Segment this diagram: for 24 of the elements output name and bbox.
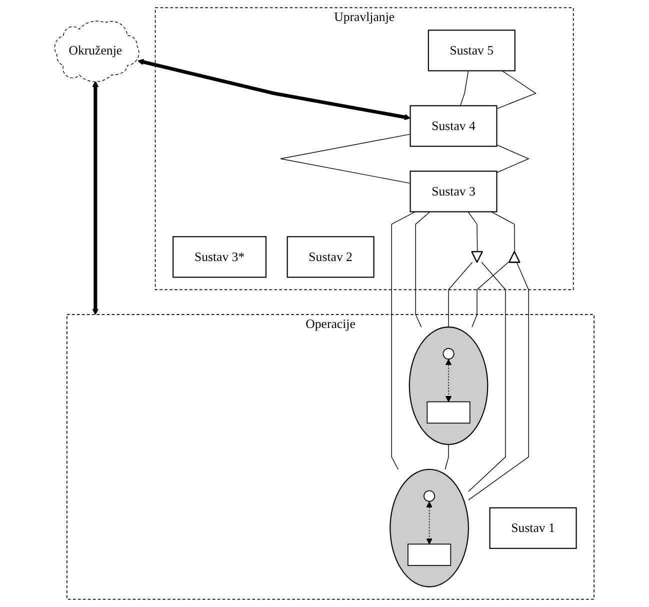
node-box [408, 544, 452, 566]
arrow [138, 58, 411, 120]
node-box: Sustav 3 [410, 170, 498, 212]
connector [468, 262, 506, 492]
connector [468, 211, 478, 252]
node-circle [442, 348, 454, 360]
connector [468, 262, 530, 500]
connector [391, 211, 416, 470]
node-box: Sustav 3* [172, 236, 267, 278]
node-box: Sustav 5 [428, 30, 516, 72]
connector [415, 211, 430, 328]
arrow [446, 359, 452, 402]
node-box [426, 401, 470, 424]
arrow [92, 80, 99, 315]
connector [448, 262, 473, 328]
node-box: Sustav 2 [286, 236, 374, 278]
node-box: Sustav 1 [489, 507, 577, 549]
node-circle [424, 490, 436, 502]
arrow [426, 501, 433, 544]
connector [472, 261, 510, 328]
connector [280, 134, 411, 184]
node-box: Sustav 4 [410, 105, 498, 147]
connector [444, 444, 449, 470]
connector [460, 70, 469, 106]
